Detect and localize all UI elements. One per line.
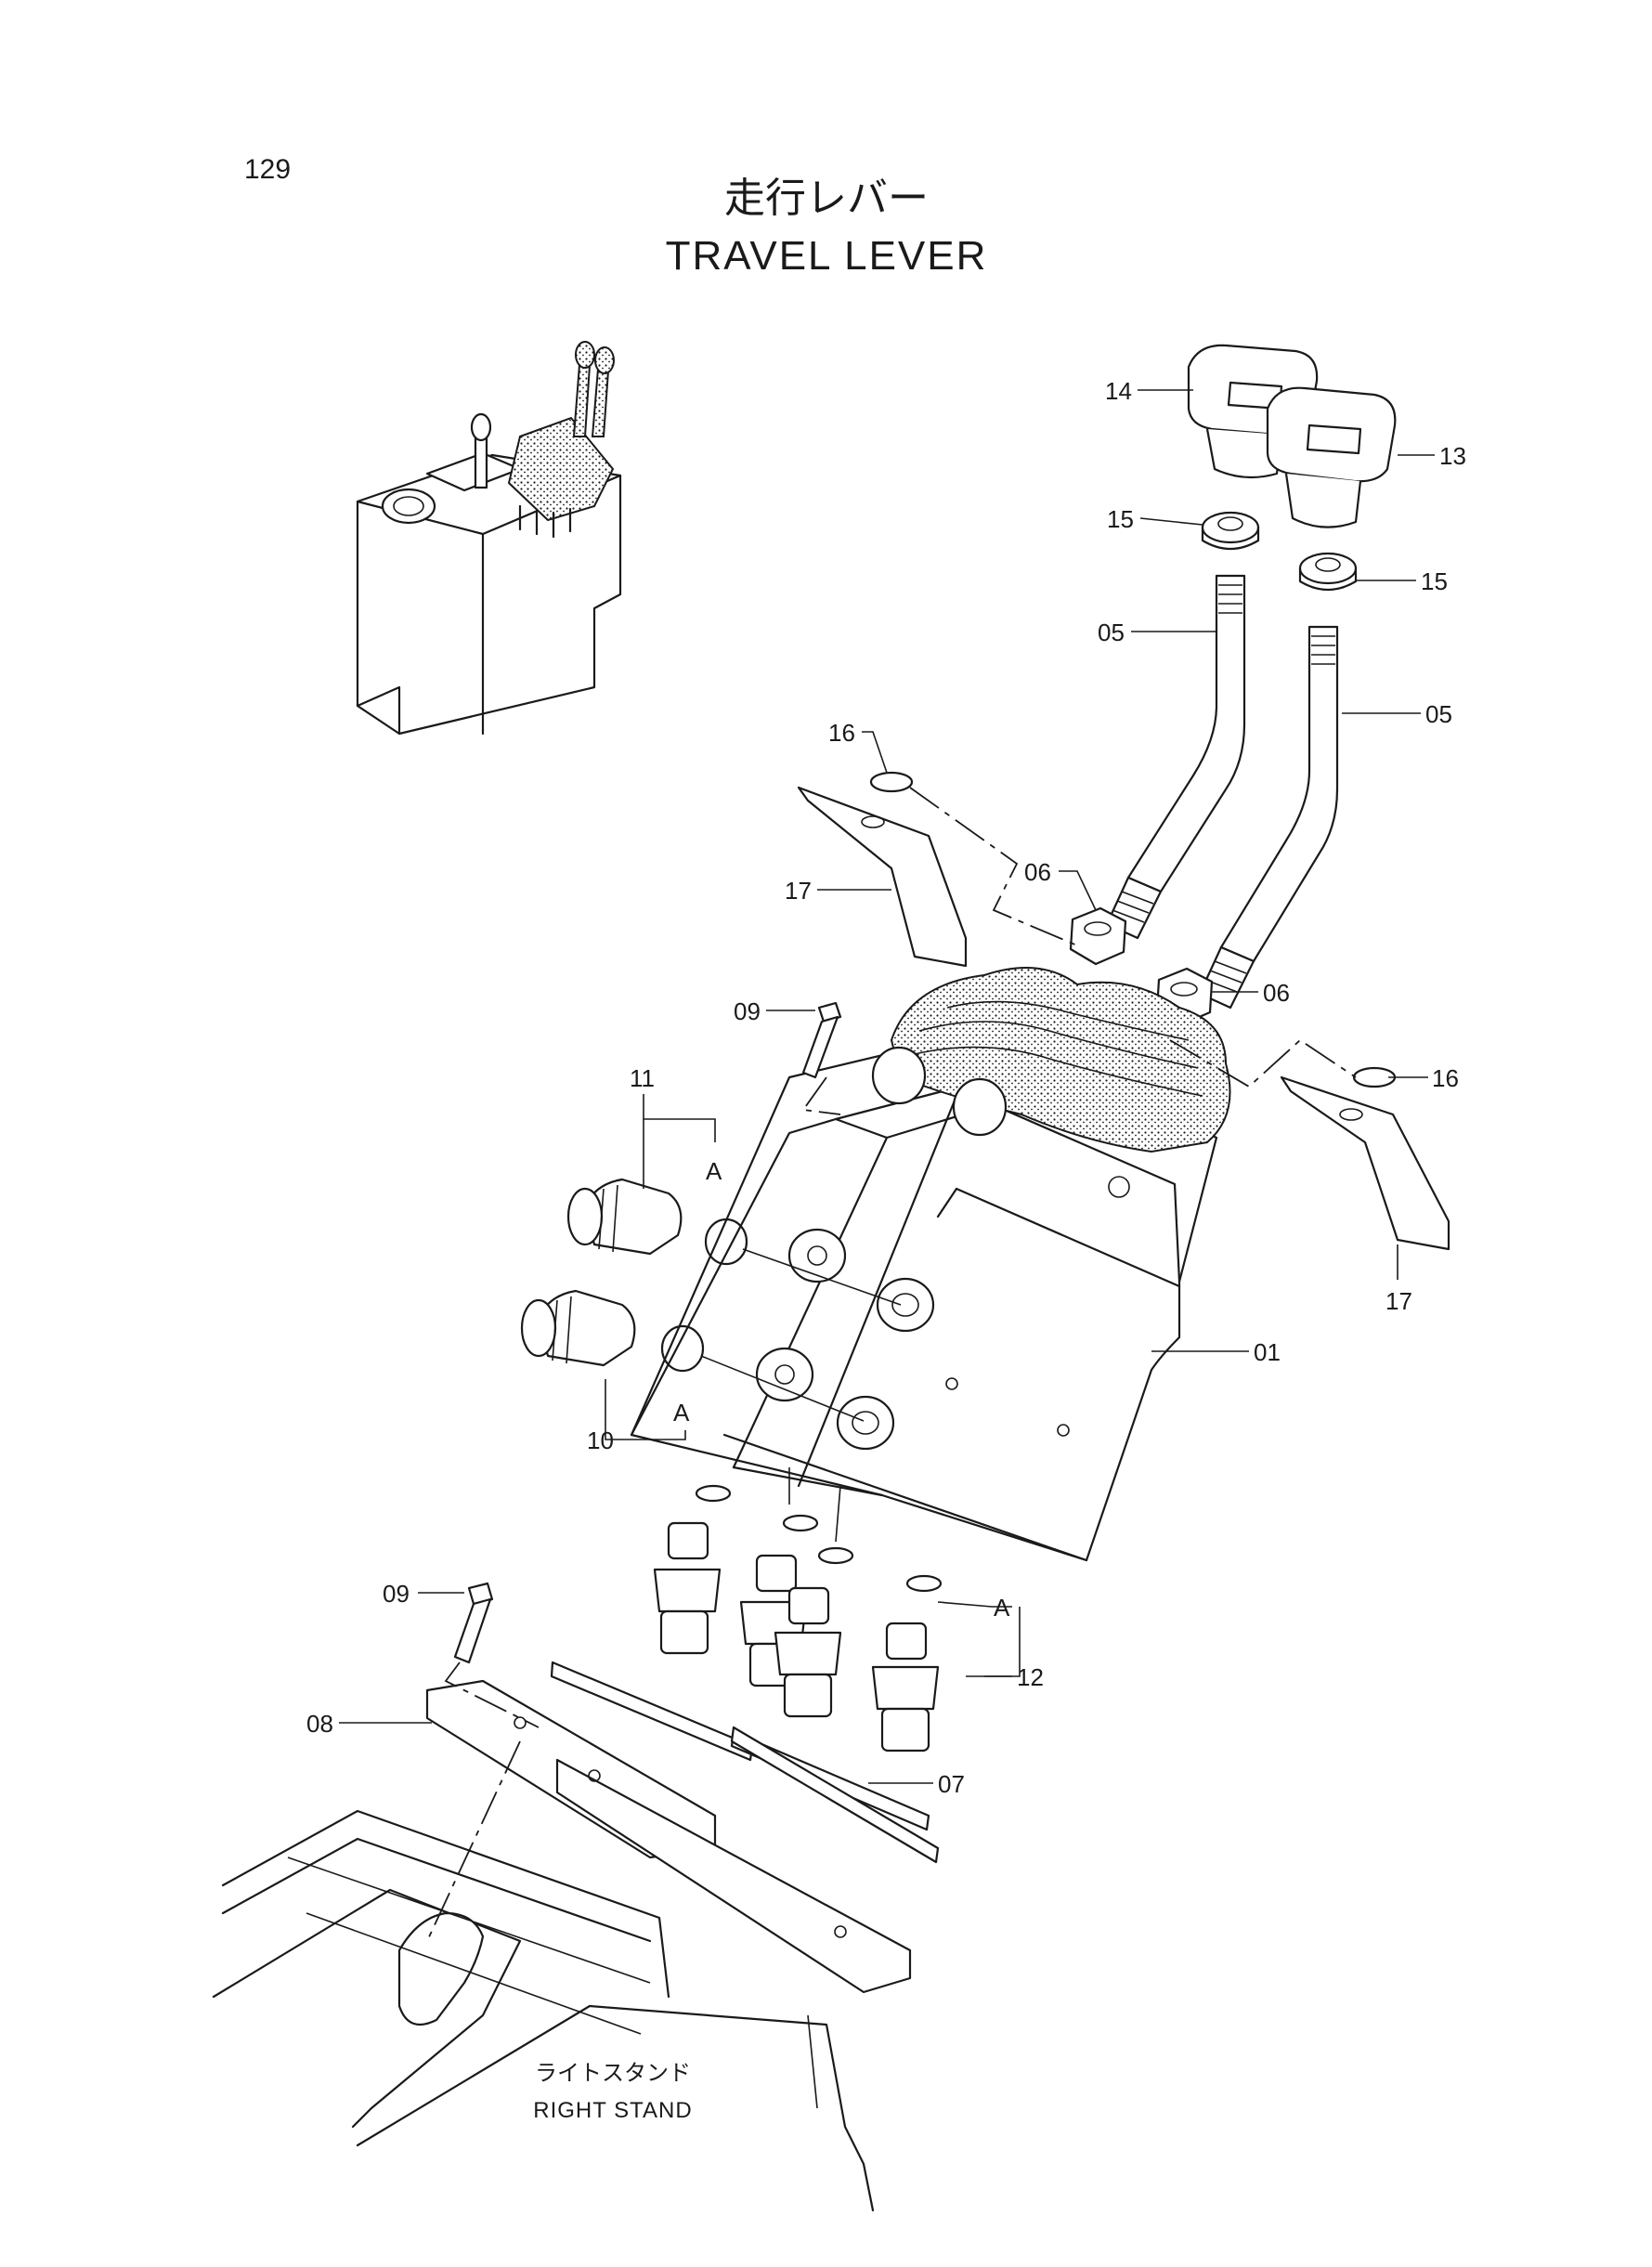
right-stand-label-en: RIGHT STAND — [533, 2098, 692, 2123]
page-number: 129 — [244, 154, 291, 185]
callout-15-right: 15 — [1421, 567, 1448, 595]
callout-06-right: 06 — [1263, 979, 1290, 1007]
nut-15-right — [1298, 552, 1358, 591]
callout-01: 01 — [1254, 1338, 1281, 1366]
nut-15-left — [1201, 511, 1260, 550]
callout-14: 14 — [1105, 377, 1132, 405]
washer-16-left — [869, 771, 914, 793]
lever-rod-05-left — [1105, 574, 1246, 940]
callout-a-upper: A — [706, 1157, 722, 1185]
callout-17-left: 17 — [785, 877, 812, 905]
location-inset — [356, 341, 622, 736]
bolt-09-bottom — [453, 1582, 494, 1664]
gasket-07 — [550, 1661, 940, 1864]
callout-a-lower: A — [673, 1399, 690, 1427]
title-japanese: 走行レバー — [724, 175, 929, 222]
callout-a-right: A — [994, 1594, 1010, 1622]
bolt-09-top — [801, 1001, 842, 1079]
callout-05-left: 05 — [1098, 619, 1125, 646]
leader-lines — [339, 389, 1435, 1784]
callout-11: 11 — [630, 1064, 655, 1092]
callout-09-bottom: 09 — [383, 1580, 410, 1608]
right-stand-label-jp: ライトスタンド — [535, 2060, 691, 2086]
callout-06-left: 06 — [1024, 858, 1051, 886]
bracket-plate-08 — [425, 1679, 912, 1994]
travel-valve-body — [630, 967, 1231, 1593]
callout-16-left: 16 — [828, 719, 855, 747]
callout-05-right: 05 — [1425, 700, 1452, 728]
callout-07: 07 — [938, 1770, 965, 1798]
connectors-12 — [653, 1521, 940, 1752]
callout-17-right: 17 — [1385, 1287, 1412, 1315]
callout-16-right: 16 — [1432, 1064, 1459, 1092]
elbow-fitting-11 — [566, 1178, 683, 1256]
hex-nut-06-left — [1069, 906, 1127, 966]
callout-09-top: 09 — [734, 997, 761, 1025]
o-ring-upper — [704, 1218, 748, 1266]
alignment-lines — [426, 787, 1357, 1942]
grip-13 — [1266, 386, 1397, 528]
right-stand — [212, 1809, 875, 2212]
callout-13: 13 — [1439, 442, 1466, 470]
plate-17-left — [797, 786, 968, 968]
callout-15-left: 15 — [1107, 505, 1134, 533]
callout-12: 12 — [1017, 1663, 1044, 1691]
o-ring-lower — [660, 1324, 705, 1373]
callout-10: 10 — [587, 1427, 614, 1454]
plate-17-right — [1280, 1075, 1450, 1251]
callout-08: 08 — [306, 1710, 333, 1738]
elbow-fitting-10 — [520, 1289, 636, 1367]
title-english: TRAVEL LEVER — [666, 233, 988, 279]
